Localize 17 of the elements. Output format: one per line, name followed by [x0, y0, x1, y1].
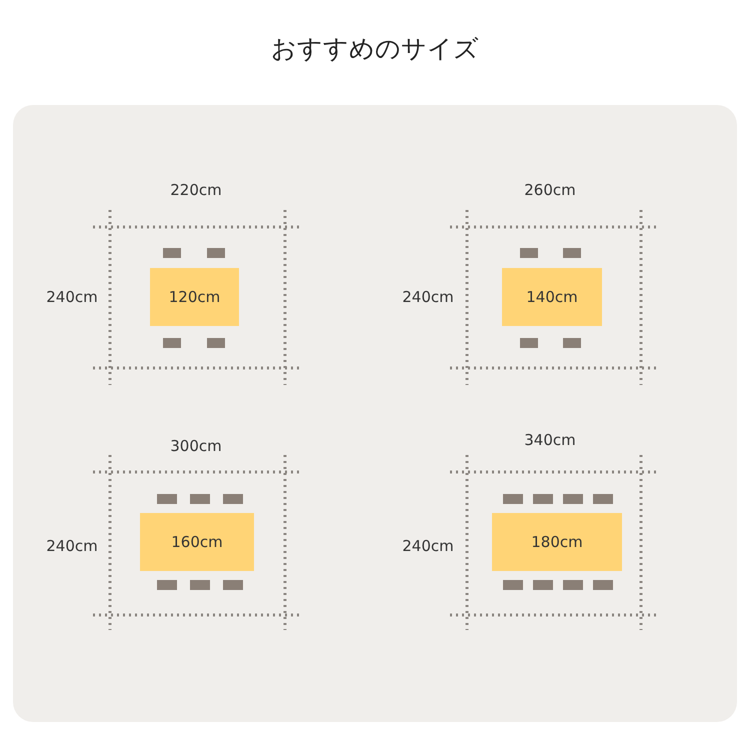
dimension-label: 240cm: [46, 537, 98, 555]
dimension-label: 300cm: [170, 437, 222, 455]
dimension-label: 240cm: [402, 537, 454, 555]
table-rect: [502, 268, 602, 326]
table-size-label: 120cm: [168, 288, 220, 306]
table-rect: [150, 268, 239, 326]
table-rect: [140, 513, 254, 571]
table-size-label: 160cm: [171, 533, 223, 551]
table-size-label: 180cm: [531, 533, 583, 551]
table-size-label: 140cm: [526, 288, 578, 306]
table-rect: [492, 513, 622, 571]
dimension-label: 260cm: [524, 181, 576, 199]
dimension-label: 220cm: [170, 181, 222, 199]
page-title: おすすめのサイズ: [270, 33, 480, 65]
dimension-label: 240cm: [402, 288, 454, 306]
dimension-label: 340cm: [524, 431, 576, 449]
dimension-label: 240cm: [46, 288, 98, 306]
